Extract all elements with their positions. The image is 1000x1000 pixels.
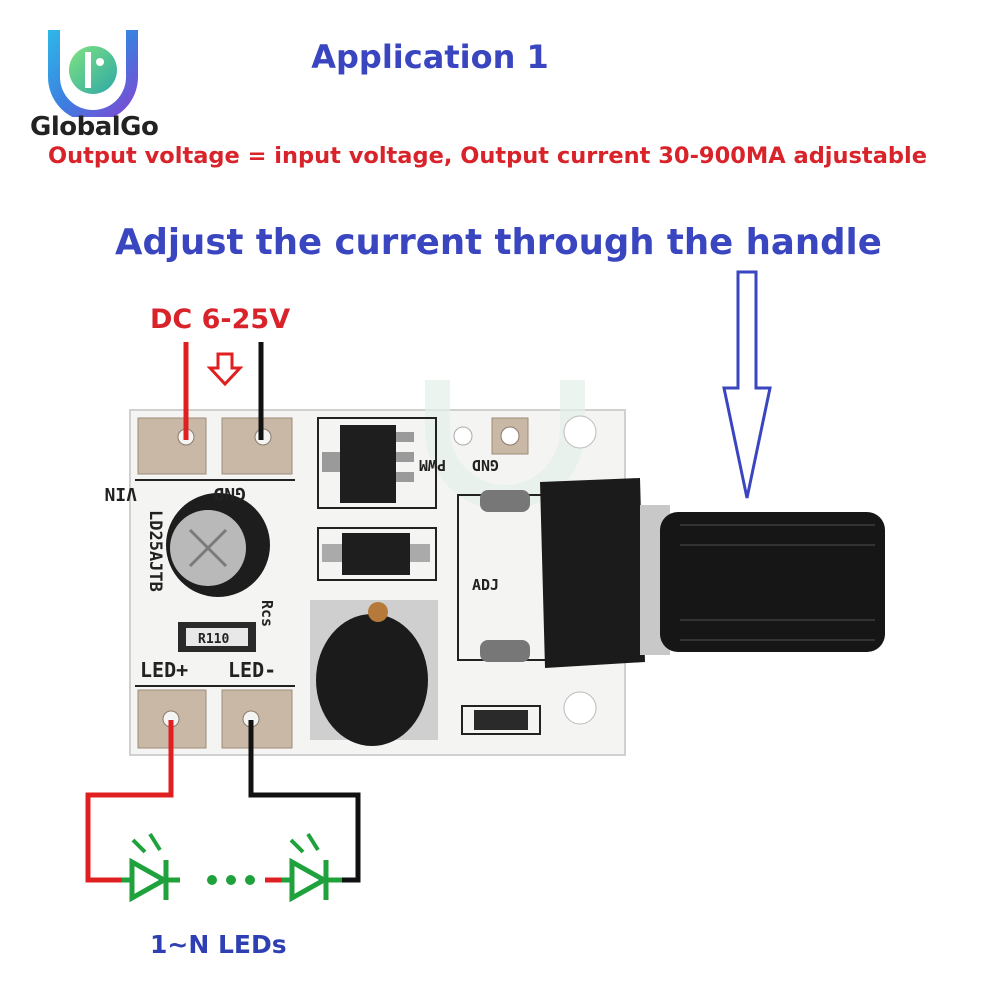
output-wire-negative: [248, 720, 361, 883]
pcb-label-resistor: R110: [198, 632, 229, 647]
pcb-label-rcs: Rcs: [258, 600, 276, 627]
pcb-label-model: LD25AJTB: [145, 510, 165, 592]
handle-arrow-icon: [722, 270, 772, 499]
page-title: Application 1: [311, 38, 549, 76]
chain-dot: [207, 875, 217, 885]
brand-logo-icon: [48, 30, 138, 122]
down-arrow-icon: [206, 352, 244, 387]
subtitle: Output voltage = input voltage, Output c…: [48, 143, 927, 169]
pcb-label-vin: VIN: [104, 483, 137, 504]
brand-name: GlobalGo: [30, 112, 159, 142]
led-icon: [122, 832, 180, 903]
pcb-label-led-minus: LED-: [228, 658, 276, 682]
pcb-label-gnd: GND: [213, 483, 246, 504]
chain-dot: [226, 875, 236, 885]
chain-dot: [245, 875, 255, 885]
headline: Adjust the current through the handle: [115, 222, 882, 263]
pcb-label-led-plus: LED+: [140, 658, 188, 682]
pcb-label-pwm: PWM: [419, 456, 446, 474]
led-chain-label: 1~N LEDs: [150, 930, 287, 959]
led-icon: [282, 832, 342, 903]
pcb-label-gnd2: GND: [472, 456, 499, 474]
output-wire-positive: [85, 720, 174, 883]
pcb-label-adj: ADJ: [472, 576, 499, 594]
potentiometer-knob: [540, 478, 885, 668]
dc-input-label: DC 6-25V: [150, 304, 291, 335]
brand-logo: [38, 22, 148, 122]
